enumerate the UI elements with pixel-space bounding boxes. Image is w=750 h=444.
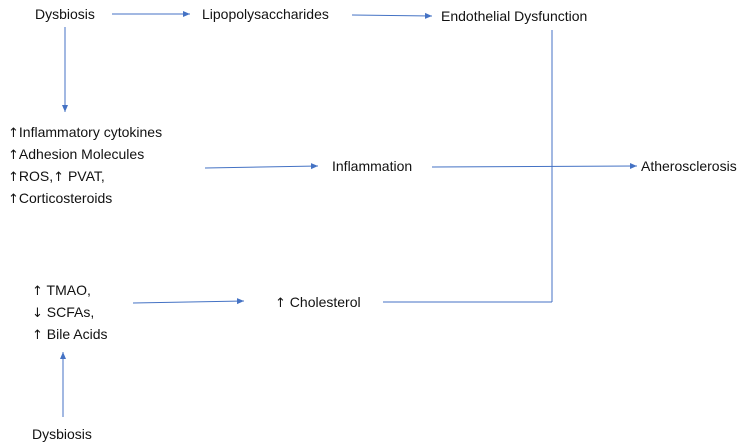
up-arrow-icon: ↑ <box>32 328 43 343</box>
up-arrow-icon: ↑ <box>32 284 43 299</box>
node-label: Dysbiosis <box>32 426 92 442</box>
node-inflammation: Inflammation <box>332 156 412 176</box>
node-endothelial-dysfunction: Endothelial Dysfunction <box>441 6 587 26</box>
node-label: Atherosclerosis <box>641 158 737 174</box>
up-arrow-icon: ↑ <box>8 148 19 163</box>
up-arrow-icon: ↑ <box>8 170 19 185</box>
node-label: Lipopolysaccharides <box>202 6 329 22</box>
node-atherosclerosis: Atherosclerosis <box>641 156 737 176</box>
node-cytokines-block: ↑Inflammatory cytokines ↑Adhesion Molecu… <box>8 122 162 210</box>
node-label: Endothelial Dysfunction <box>441 8 588 24</box>
node-cholesterol: ↑ Cholesterol <box>275 292 361 314</box>
scfas-line: SCFAs, <box>46 304 95 320</box>
edge-inflammation-to-atherosclerosis <box>431 163 638 170</box>
node-dysbiosis-bottom: Dysbiosis <box>32 424 92 444</box>
node-label: Inflammation <box>332 158 413 174</box>
edge-cytokines-to-inflammation <box>204 163 319 170</box>
cytokines-line: Inflammatory cytokines <box>18 124 163 140</box>
up-arrow-icon: ↑ <box>8 126 19 141</box>
node-label: Dysbiosis <box>35 6 95 22</box>
corticosteroids-line: Corticosteroids <box>18 190 113 206</box>
tmao-line: TMAO, <box>46 282 91 298</box>
up-arrow-icon: ↑ <box>275 296 286 311</box>
bile-acids-line: Bile Acids <box>46 326 108 342</box>
up-arrow-icon: ↑ <box>53 170 65 185</box>
node-tmao-block: ↑ TMAO, ↓ SCFAs, ↑ Bile Acids <box>32 280 108 346</box>
edge-tmao-to-cholesterol <box>132 298 245 305</box>
node-label: Cholesterol <box>289 294 361 310</box>
adhesion-line: Adhesion Molecules <box>18 146 145 162</box>
node-dysbiosis-top: Dysbiosis <box>35 4 95 24</box>
node-lipopolysaccharides: Lipopolysaccharides <box>202 4 329 24</box>
down-arrow-icon: ↓ <box>32 306 43 321</box>
ros-label: ROS, <box>18 168 54 184</box>
edge-lps-to-endothelial <box>351 12 433 19</box>
up-arrow-icon: ↑ <box>8 192 19 207</box>
pvat-label: PVAT, <box>67 168 105 184</box>
